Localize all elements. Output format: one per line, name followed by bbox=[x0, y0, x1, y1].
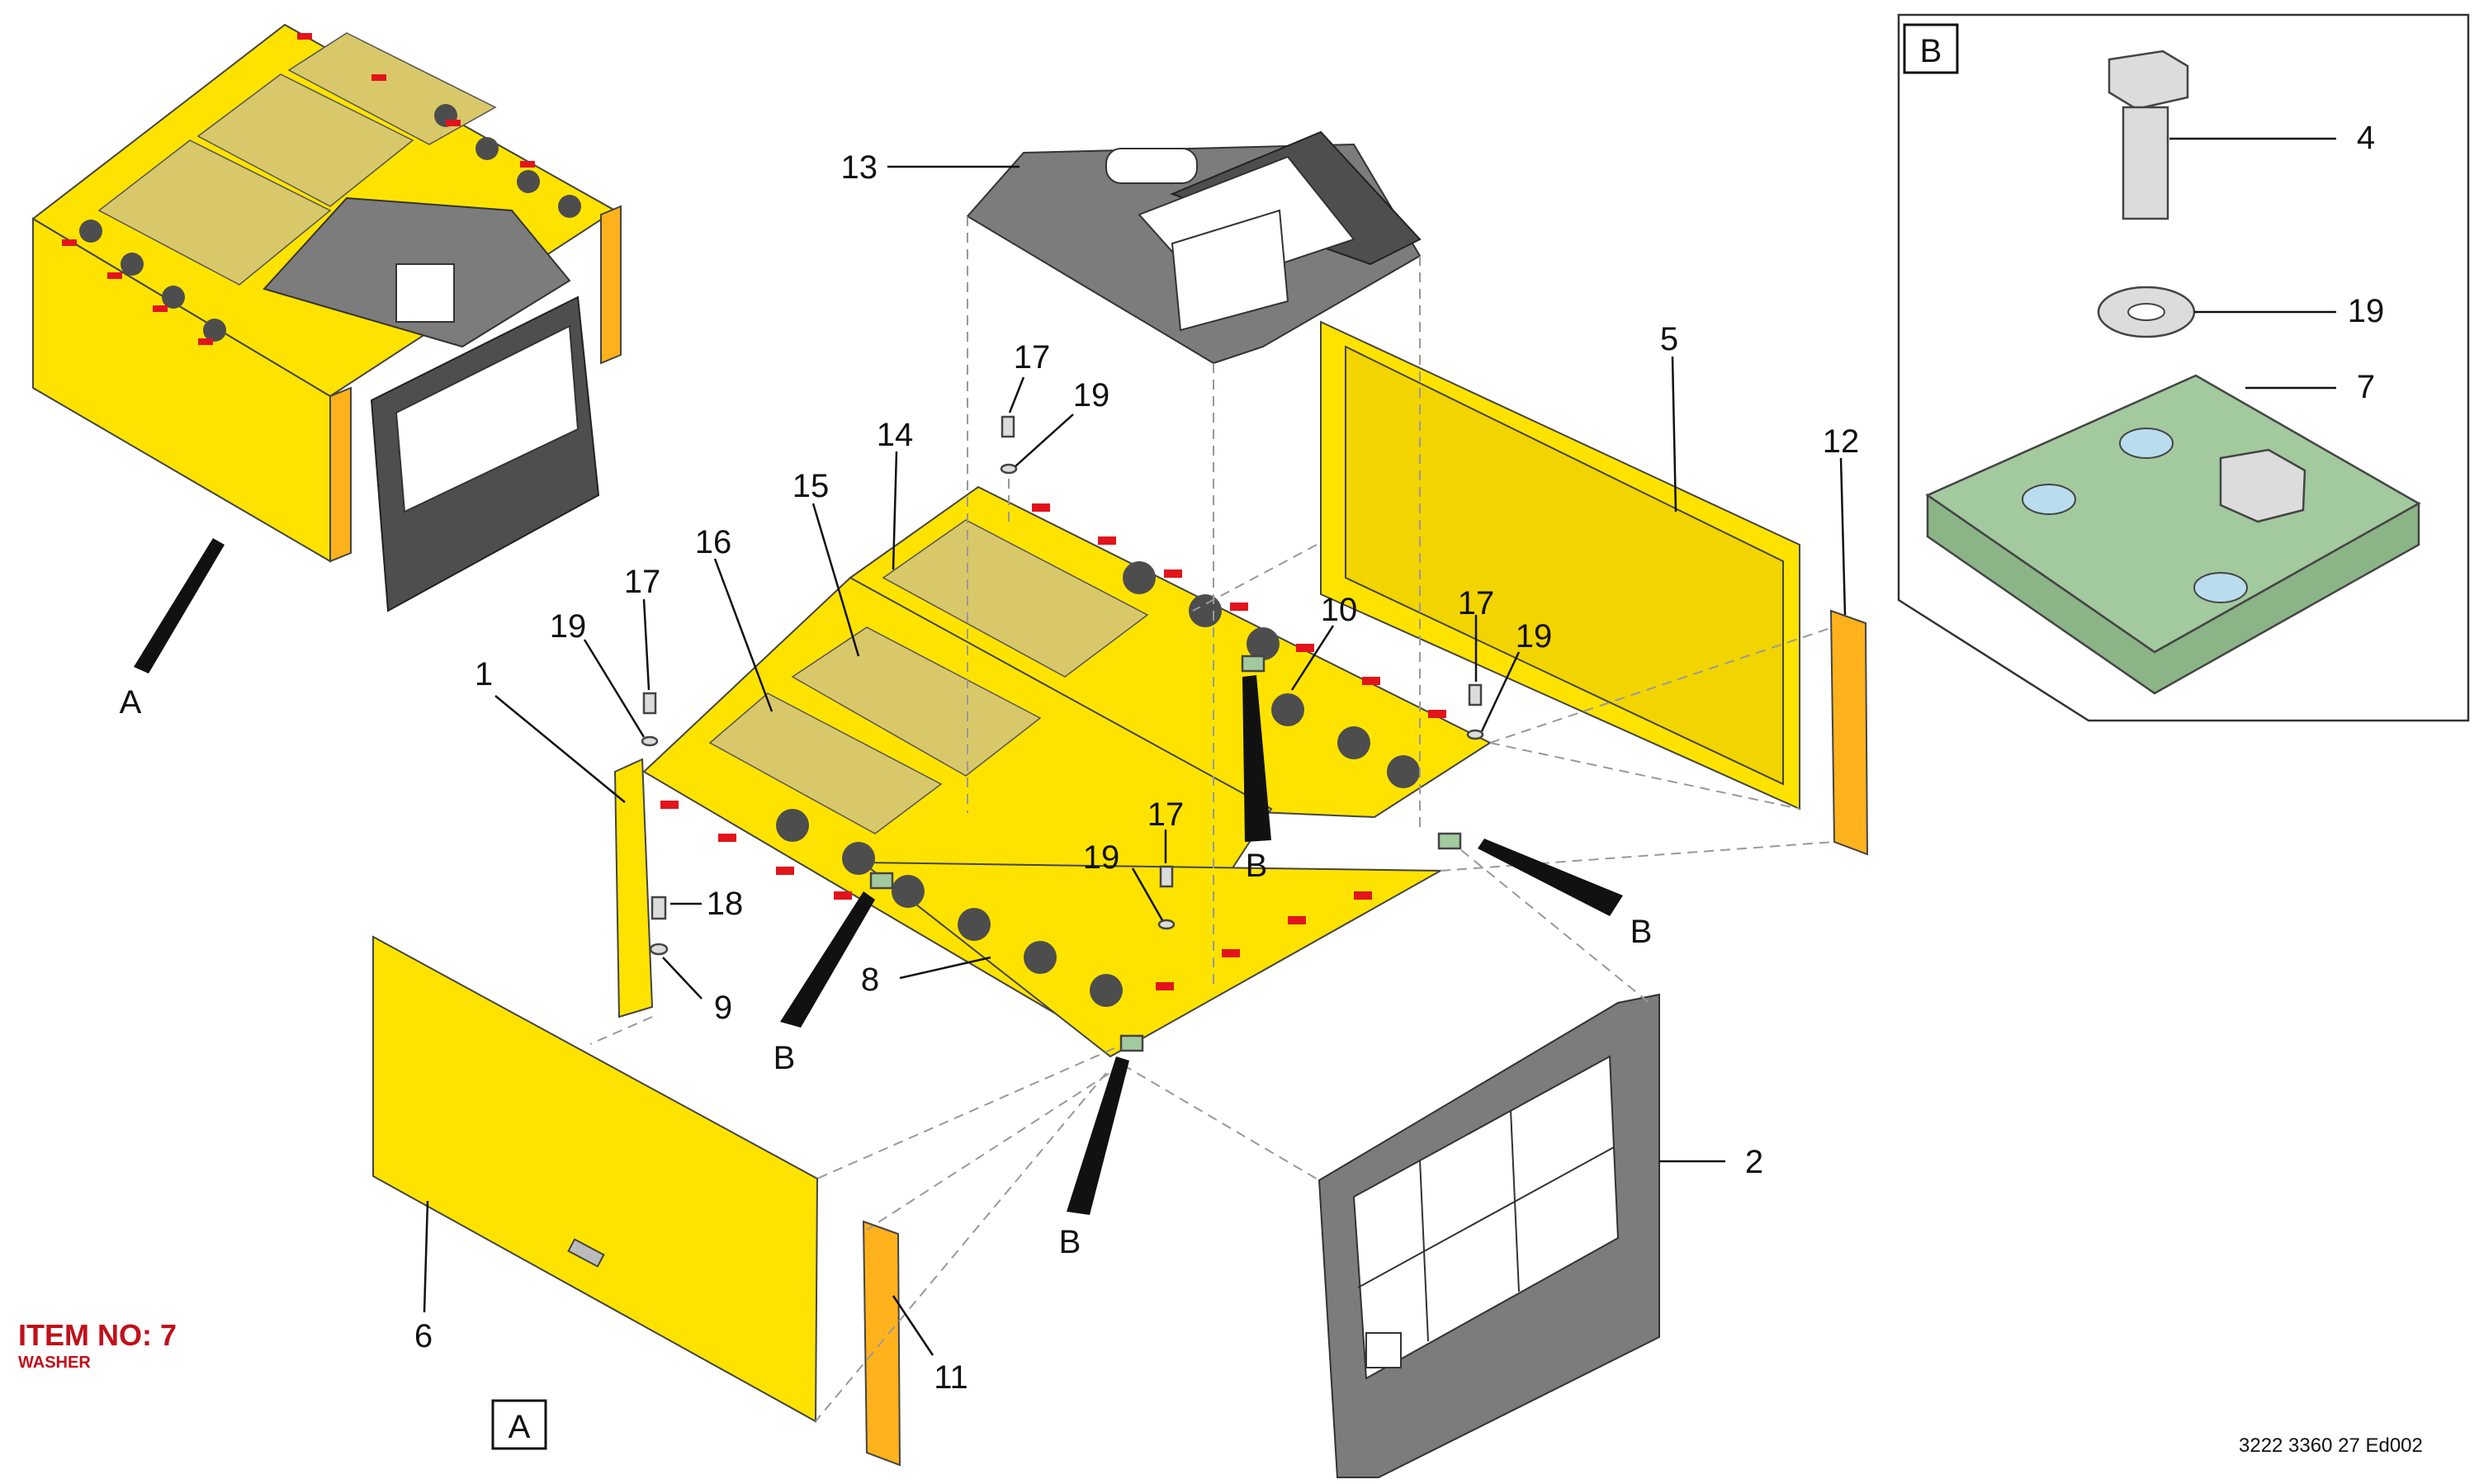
item-number-heading: ITEM NO: 7 bbox=[18, 1318, 177, 1352]
callout-18: 18 bbox=[707, 886, 744, 922]
detail-plate-top bbox=[1925, 374, 2421, 654]
callout-7: 7 bbox=[2357, 369, 2375, 405]
detail-bolt-head bbox=[2108, 50, 2189, 111]
bracket-plate-b1 bbox=[869, 872, 894, 890]
callout-17-top: 17 bbox=[1014, 339, 1051, 376]
bolt-17-a bbox=[1001, 415, 1015, 438]
callout-2: 2 bbox=[1745, 1144, 1763, 1180]
side-panel-inner bbox=[1345, 345, 1784, 786]
detail-b-label: B bbox=[1920, 33, 1942, 69]
callout-6: 6 bbox=[414, 1318, 433, 1354]
detail-a-label: A bbox=[509, 1409, 531, 1445]
orange-strip-part-12 bbox=[1829, 609, 1869, 856]
callout-13: 13 bbox=[841, 149, 878, 186]
callout-5: 5 bbox=[1660, 321, 1678, 357]
mesh-panel-15 bbox=[791, 626, 1042, 777]
callout-9: 9 bbox=[714, 990, 732, 1026]
view-b-pointer-arrow-4 bbox=[1067, 1056, 1129, 1215]
callout-19-right: 19 bbox=[1516, 618, 1553, 655]
view-b-pointer-label-1: B bbox=[1246, 848, 1268, 884]
side-panel-part-6 bbox=[372, 935, 819, 1423]
washer-9 bbox=[649, 943, 669, 956]
mesh-panel-14 bbox=[882, 519, 1149, 678]
view-b-pointer-arrow-1 bbox=[1242, 675, 1271, 842]
document-reference: 3222 3360 27 Ed002 bbox=[2239, 1434, 2423, 1457]
overview-hood-grille bbox=[395, 263, 455, 323]
roof-frame-assembly bbox=[613, 485, 1493, 1058]
hood-part-13 bbox=[966, 130, 1422, 365]
bracket-plate-b2 bbox=[1241, 655, 1266, 673]
bracket-plate-b4 bbox=[1119, 1034, 1144, 1052]
hood-front-grille bbox=[1171, 209, 1289, 332]
grille-panel-access-hatch bbox=[1365, 1332, 1402, 1368]
callout-14: 14 bbox=[877, 417, 914, 453]
bolt-17-b bbox=[642, 692, 657, 715]
detail-b-panel: B 4 19 7 bbox=[1897, 13, 2470, 722]
callout-16: 16 bbox=[695, 524, 732, 560]
callouts: 13 14 15 16 1 17 19 17 19 17 19 17 19 10… bbox=[414, 149, 1859, 1396]
grille-panel-part-2 bbox=[1318, 993, 1660, 1478]
overview-front-grille bbox=[395, 324, 580, 513]
view-b-pointer-label-4: B bbox=[1059, 1224, 1081, 1260]
overview-orange-strip-right bbox=[600, 205, 622, 365]
callout-4: 4 bbox=[2357, 120, 2375, 156]
side-panel-latch bbox=[567, 1238, 605, 1268]
detail-bolt-shank bbox=[2122, 106, 2169, 220]
callout-19-detail: 19 bbox=[2348, 293, 2385, 329]
assembly-dashed-lines bbox=[589, 216, 1835, 1422]
fasteners bbox=[641, 415, 1484, 956]
callout-17-lower: 17 bbox=[1147, 796, 1185, 833]
callout-10: 10 bbox=[1321, 592, 1358, 628]
bolt-17-c bbox=[1468, 683, 1483, 707]
washer-19-a bbox=[1000, 463, 1018, 475]
frame-leg-part-1 bbox=[613, 758, 654, 1018]
detail-a-box bbox=[491, 1399, 547, 1450]
overview-roof-mesh-2 bbox=[196, 73, 414, 207]
washer-19-b bbox=[641, 735, 659, 747]
view-a-pointer-arrow bbox=[134, 538, 225, 673]
overview-roof-mesh-1 bbox=[97, 139, 332, 286]
bolt-18 bbox=[651, 896, 667, 920]
washer-19-d bbox=[1157, 919, 1176, 930]
detail-b-box bbox=[1903, 23, 1959, 74]
washer-19-c bbox=[1466, 729, 1484, 740]
roof-lower-deck-8 bbox=[860, 861, 1444, 1058]
overview-orange-strip bbox=[329, 386, 352, 563]
view-b-pointer-label-2: B bbox=[1630, 914, 1653, 950]
callout-11: 11 bbox=[934, 1359, 968, 1396]
callout-19-top: 19 bbox=[1073, 377, 1110, 414]
view-b-pointer-arrow-3 bbox=[780, 891, 875, 1028]
view-b-pointer-label-3: B bbox=[774, 1040, 796, 1076]
callout-12: 12 bbox=[1823, 423, 1860, 460]
detail-plate-bolt bbox=[2219, 448, 2306, 523]
callout-15: 15 bbox=[792, 468, 830, 504]
hood-handle-slot bbox=[1105, 148, 1198, 184]
callout-1: 1 bbox=[475, 656, 493, 692]
callout-19-left: 19 bbox=[550, 608, 587, 645]
assembled-canopy-overview bbox=[31, 23, 622, 612]
callout-17-left: 17 bbox=[624, 564, 661, 600]
bolt-17-d bbox=[1159, 865, 1174, 888]
view-b-pointer-arrow-2 bbox=[1478, 839, 1623, 916]
callout-8: 8 bbox=[861, 962, 879, 998]
callout-17-right: 17 bbox=[1458, 585, 1495, 621]
bracket-plate-b3 bbox=[1437, 832, 1462, 850]
mesh-panel-16 bbox=[708, 692, 943, 834]
callout-19-lower: 19 bbox=[1083, 839, 1120, 876]
item-description: WASHER bbox=[18, 1354, 91, 1372]
view-a-pointer-label: A bbox=[120, 684, 142, 721]
